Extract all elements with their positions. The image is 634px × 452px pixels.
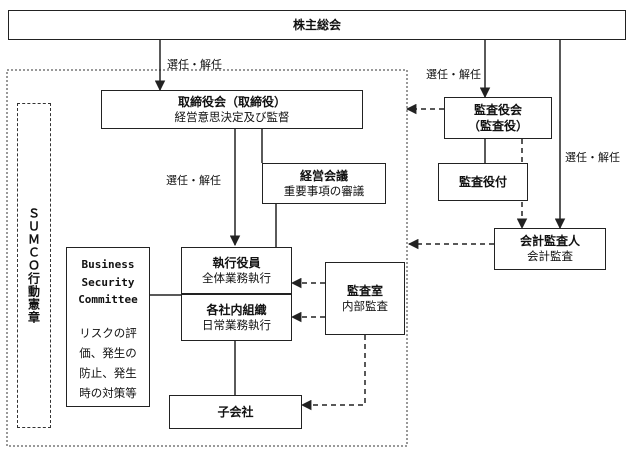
audit-board-subtitle: （監査役） <box>467 119 528 133</box>
bsc-title-line: Business <box>81 258 135 271</box>
edge-label-appoint-board: 選任・解任 <box>167 58 222 71</box>
bsc-title: Business Security Committee <box>78 256 138 309</box>
executive-officers-subtitle: 全体業務執行 <box>202 270 271 285</box>
audit-assistant-box: 監査役付 <box>438 163 528 201</box>
executive-officers-title: 執行役員 <box>212 255 261 270</box>
subsidiaries-title: 子会社 <box>217 404 254 419</box>
internal-orgs-subtitle: 日常業務執行 <box>202 317 271 332</box>
code-of-conduct-title: ＳＵＭＣＯ行動憲章 <box>26 207 41 324</box>
bsc-title-line: Security <box>81 275 135 289</box>
audit-assistant-title: 監査役付 <box>458 174 507 189</box>
board-box: 取締役会（取締役） 経営意思決定及び監督 <box>101 90 363 129</box>
audit-board-box: 監査役会 （監査役） <box>444 97 552 139</box>
audit-office-subtitle: 内部監査 <box>342 298 388 313</box>
edge-label-appoint-accounting: 選任・解任 <box>565 151 620 164</box>
shareholders-box: 株主総会 <box>8 10 626 40</box>
audit-board-title: 監査役会 <box>473 102 522 117</box>
bsc-box: Business Security Committee リスクの評 価、発生の … <box>66 247 150 407</box>
sumco-group-boundary <box>6 69 408 447</box>
bsc-description: リスクの評 価、発生の 防止、発生 時の対策等 <box>79 323 137 404</box>
bsc-text-line: 防止、発生 <box>79 366 137 381</box>
management-council-title: 経営会議 <box>299 168 348 183</box>
bsc-text-line: 時の対策等 <box>79 386 137 401</box>
internal-orgs-box: 各社内組織 日常業務執行 <box>181 294 292 341</box>
management-council-box: 経営会議 重要事項の審議 <box>262 163 386 204</box>
edge-auditoffice-subsidiary <box>300 335 366 411</box>
accounting-auditor-box: 会計監査人 会計監査 <box>494 228 606 270</box>
bsc-text-line: リスクの評 <box>79 325 137 340</box>
bsc-text-line: 価、発生の <box>79 345 137 360</box>
audit-office-title: 監査室 <box>346 283 383 298</box>
code-of-conduct-box: ＳＵＭＣＯ行動憲章 <box>17 103 51 428</box>
shareholders-title: 株主総会 <box>292 17 341 32</box>
accounting-auditor-subtitle: 会計監査 <box>527 249 573 264</box>
internal-orgs-title: 各社内組織 <box>206 302 267 317</box>
management-council-subtitle: 重要事項の審議 <box>283 183 365 198</box>
accounting-auditor-title: 会計監査人 <box>519 234 580 249</box>
edge-label-appoint-executive: 選任・解任 <box>166 174 221 187</box>
board-subtitle: 経営意思決定及び監督 <box>174 109 290 124</box>
executive-officers-box: 執行役員 全体業務執行 <box>181 247 292 294</box>
board-title: 取締役会（取締役） <box>177 94 286 109</box>
bsc-title-line: Committee <box>78 293 138 307</box>
subsidiaries-box: 子会社 <box>169 395 302 429</box>
edge-label-appoint-audit: 選任・解任 <box>426 68 481 81</box>
audit-office-box: 監査室 内部監査 <box>325 262 405 335</box>
